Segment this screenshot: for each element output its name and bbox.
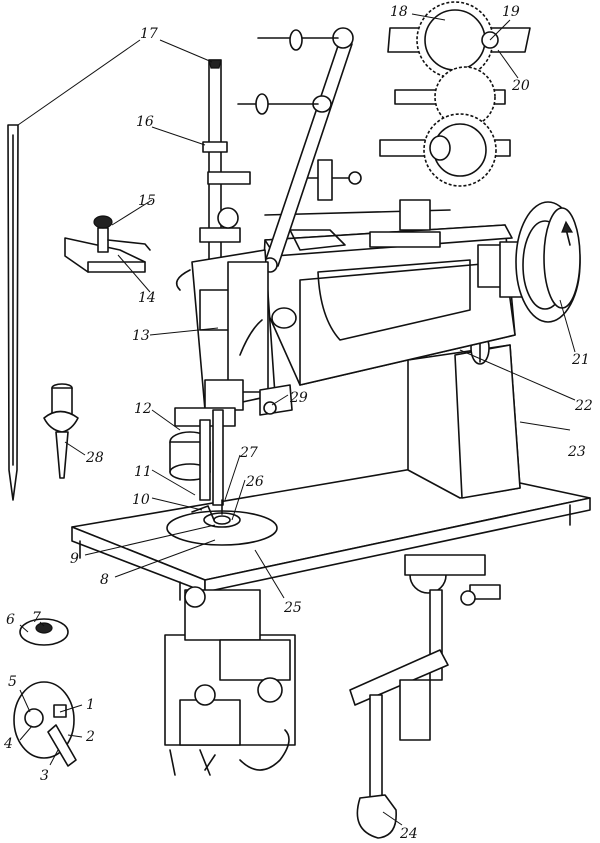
callout-11: 11 [134, 464, 152, 480]
gear-assembly [379, 1, 531, 187]
callout-4: 4 [3, 736, 13, 752]
callout-3: 3 [40, 768, 49, 784]
callout-14: 14 [138, 290, 156, 306]
callout-27: 27 [239, 445, 258, 461]
under-table-mechanism [164, 586, 296, 776]
needle-part [7, 124, 19, 501]
clamp-part [64, 215, 151, 273]
callout-24: 24 [399, 826, 418, 842]
callout-6: 6 [6, 612, 15, 628]
callout-13: 13 [132, 328, 150, 344]
callout-17: 17 [140, 26, 158, 42]
needle-bar-assembly [199, 59, 251, 261]
callout-21: 21 [571, 352, 590, 368]
callout-25: 25 [283, 600, 302, 616]
bobbin-part [43, 383, 79, 479]
machine-pillar [407, 331, 521, 499]
callout-23: 23 [567, 444, 586, 460]
machine-head [175, 249, 297, 416]
callout-10: 10 [132, 492, 150, 508]
callout-labels: 1 2 3 4 5 6 7 8 9 10 11 12 13 14 15 16 1… [3, 4, 593, 842]
callout-15: 15 [138, 193, 156, 209]
callout-1: 1 [86, 697, 95, 713]
callout-2: 2 [85, 729, 95, 745]
callout-20: 20 [511, 78, 530, 94]
bobbin-case-parts [13, 618, 77, 767]
callout-26: 26 [245, 474, 264, 490]
callout-22: 22 [574, 398, 593, 414]
callout-19: 19 [502, 4, 520, 20]
callout-28: 28 [85, 450, 104, 466]
leader-lines [17, 13, 576, 826]
handwheel[interactable] [499, 201, 581, 323]
callout-8: 8 [100, 572, 109, 588]
callout-5: 5 [8, 674, 17, 690]
top-mechanism [264, 159, 451, 251]
callout-16: 16 [136, 114, 154, 130]
callout-18: 18 [390, 4, 408, 20]
callout-12: 12 [134, 401, 152, 417]
callout-9: 9 [70, 551, 79, 567]
callout-29: 29 [289, 390, 308, 406]
knee-lifter[interactable] [349, 554, 501, 839]
callout-7: 7 [32, 610, 41, 626]
take-up-lever[interactable] [237, 27, 354, 273]
presser-foot-area [166, 409, 278, 546]
